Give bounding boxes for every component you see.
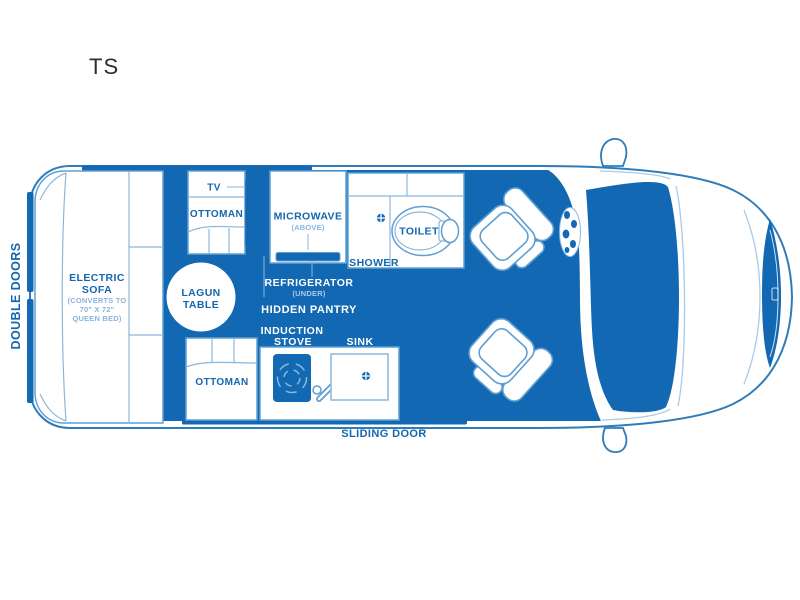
microwave-cabinet: MICROWAVE (ABOVE) xyxy=(269,170,347,264)
faucet-icon xyxy=(312,383,335,402)
model-title: TS xyxy=(89,54,119,79)
ottoman-top-label: OTTOMAN xyxy=(190,209,243,220)
sink-label: SINK xyxy=(346,336,373,348)
induction-stove-label-1: INDUCTION xyxy=(261,325,324,337)
induction-stove-label-2: STOVE xyxy=(274,336,312,348)
tv-label: TV xyxy=(207,183,221,194)
windshield xyxy=(586,181,679,413)
sliding-door-label: SLIDING DOOR xyxy=(341,428,426,440)
shower-label: SHOWER xyxy=(349,257,399,269)
double-doors-label: DOUBLE DOORS xyxy=(9,243,23,350)
rear-double-doors xyxy=(27,192,34,403)
tv-ottoman-unit: TV OTTOMAN xyxy=(187,170,252,255)
ottoman-bottom-label: OTTOMAN xyxy=(195,377,248,388)
steering-wheel-icon xyxy=(559,207,581,257)
refrigerator-sub-label: (UNDER) xyxy=(292,289,325,298)
counter-bar xyxy=(275,252,341,262)
electric-sofa: ELECTRIC SOFA (CONVERTS TO 70" X 72" QUE… xyxy=(34,170,164,424)
lagun-table-label-2: TABLE xyxy=(183,299,219,311)
sink-icon xyxy=(330,353,389,401)
electric-sofa-label-2: SOFA xyxy=(82,284,112,296)
bathroom: SHOWER TOILET xyxy=(347,172,465,269)
sofa-sub-label-2: 70" X 72" xyxy=(80,305,115,314)
passenger-seat xyxy=(468,317,554,402)
sofa-sub-label-3: QUEEN BED) xyxy=(72,314,121,323)
shower-drain-icon xyxy=(376,213,386,223)
toilet-icon: TOILET xyxy=(391,205,460,257)
refrigerator-label: REFRIGERATOR xyxy=(264,277,353,289)
ottoman-bottom-unit: OTTOMAN xyxy=(185,337,258,421)
microwave-label: MICROWAVE xyxy=(274,211,343,223)
lagun-table: LAGUN TABLE xyxy=(166,262,236,332)
driver-seat xyxy=(469,187,555,272)
mirror-bottom-icon xyxy=(602,427,628,453)
galley-counter xyxy=(259,346,400,421)
hidden-pantry-label: HIDDEN PANTRY xyxy=(261,304,357,316)
tv-screen-bar xyxy=(245,178,252,248)
sliding-door-sill xyxy=(397,416,467,425)
front-grille xyxy=(762,219,781,368)
mirror-top-icon xyxy=(600,138,628,167)
sofa-sub-label-1: (CONVERTS TO xyxy=(68,296,127,305)
electric-sofa-label-1: ELECTRIC xyxy=(69,272,125,284)
lagun-table-label-1: LAGUN xyxy=(181,287,220,299)
toilet-label: TOILET xyxy=(399,226,439,238)
hood-accent-lines xyxy=(599,170,761,421)
microwave-sub-label: (ABOVE) xyxy=(291,223,324,232)
induction-stove-icon xyxy=(273,354,311,402)
